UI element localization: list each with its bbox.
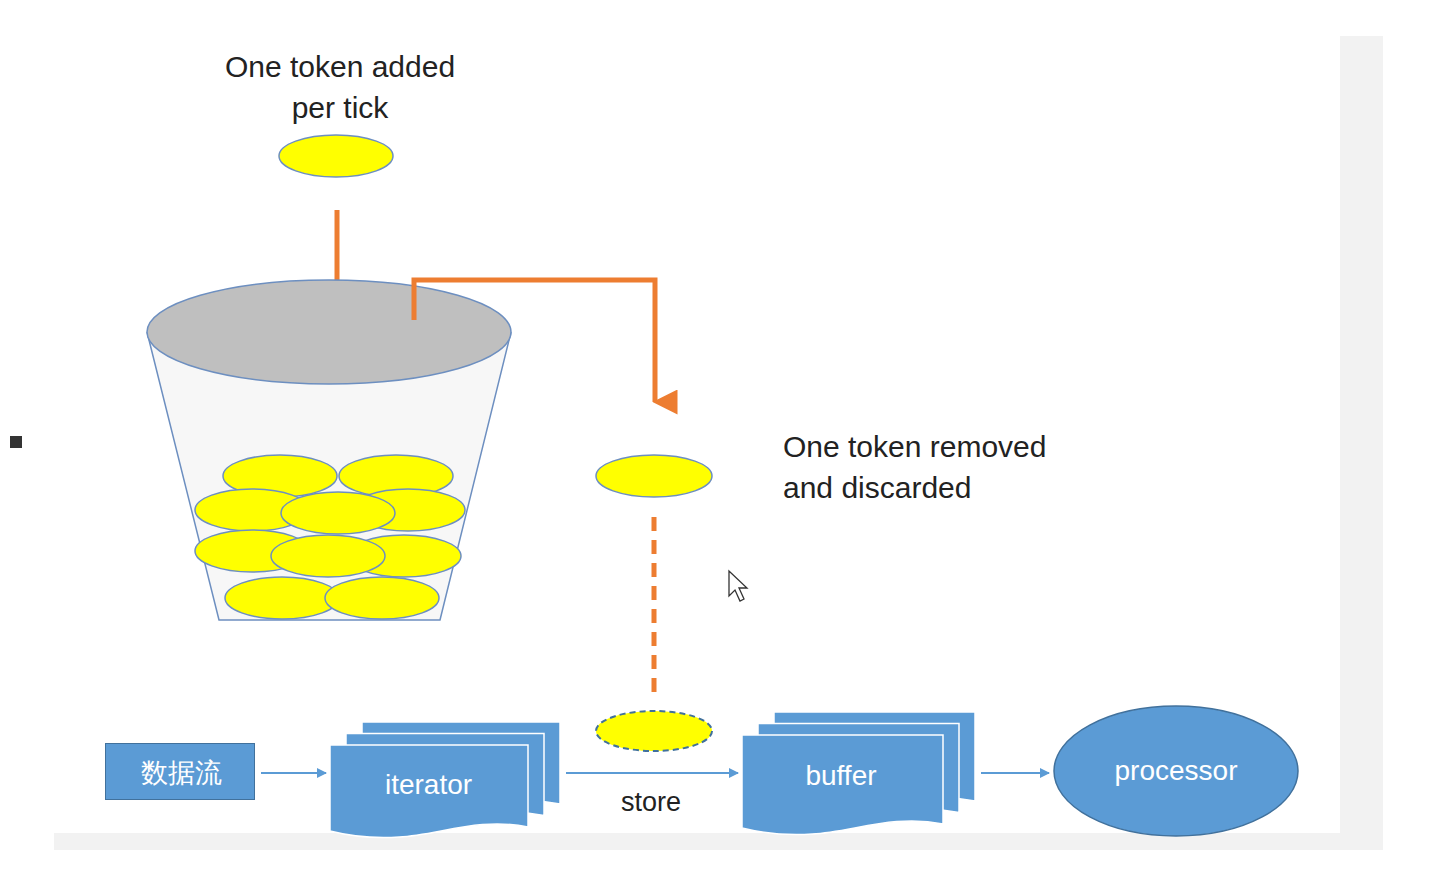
pending-token — [596, 711, 712, 751]
mouse-cursor — [729, 571, 747, 601]
node-label: buffer — [805, 760, 876, 792]
buffer-stack: buffer — [742, 712, 975, 830]
token-remove-note: One token removed and discarded — [783, 426, 1083, 508]
source-box: 数据流 — [105, 743, 255, 800]
bucket-top — [147, 280, 511, 384]
flow-arrow — [566, 772, 738, 774]
remove-arrow — [414, 280, 655, 402]
token — [279, 135, 393, 177]
node-label: 数据流 — [141, 755, 222, 791]
processor-ellipse: processor — [1053, 705, 1299, 837]
node-label: iterator — [385, 769, 472, 801]
edge-label: store — [618, 787, 684, 818]
token — [596, 455, 712, 497]
node-label: processor — [1115, 755, 1238, 787]
flow-arrow — [981, 772, 1049, 774]
iterator-stack: iterator — [330, 722, 560, 833]
bucket-tokens — [195, 455, 465, 619]
flow-arrow — [261, 772, 326, 774]
token-add-note: One token added per tick — [205, 46, 475, 128]
frame-band — [1340, 36, 1383, 850]
dashed-link — [652, 517, 657, 695]
bullet-square — [10, 436, 22, 448]
